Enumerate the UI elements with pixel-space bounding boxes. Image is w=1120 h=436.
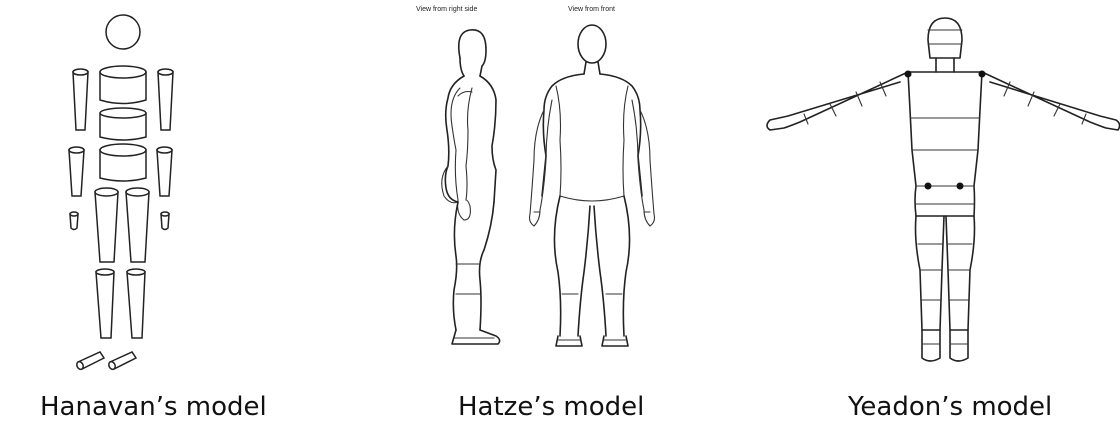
side-view-label: View from right side [416, 6, 477, 13]
front-view-label: View from front [568, 6, 615, 13]
hanavan-caption: Hanavan’s model [40, 392, 267, 422]
yeadon-panel: Yeadon’s model [760, 0, 1120, 436]
hand-segments [70, 212, 169, 230]
yeadon-model-figure [760, 0, 1120, 380]
thigh-segments [95, 188, 149, 262]
foot-segments [76, 352, 136, 370]
hanavan-panel: Hanavan’s model [0, 0, 340, 436]
head-segment [928, 18, 962, 72]
hip-joint-right [957, 183, 964, 190]
hanavan-model-figure [0, 0, 340, 380]
hatze-panel: View from right side View from front [400, 0, 720, 436]
torso-segments [908, 72, 982, 216]
shoulder-joint-left [905, 71, 912, 78]
yeadon-caption: Yeadon’s model [848, 392, 1052, 422]
side-view-figure [442, 30, 500, 344]
front-view-figure [530, 25, 655, 346]
hatze-model-figure: View from right side View from front [400, 0, 720, 380]
shank-segments [96, 269, 145, 338]
torso-segments [100, 66, 146, 181]
foot-segments [922, 330, 968, 361]
hip-joint-left [925, 183, 932, 190]
head-sphere [106, 15, 140, 49]
hatze-caption: Hatze’s model [458, 392, 644, 422]
arm-segments [767, 72, 1120, 130]
leg-segments [916, 216, 975, 330]
shoulder-joint-right [979, 71, 986, 78]
